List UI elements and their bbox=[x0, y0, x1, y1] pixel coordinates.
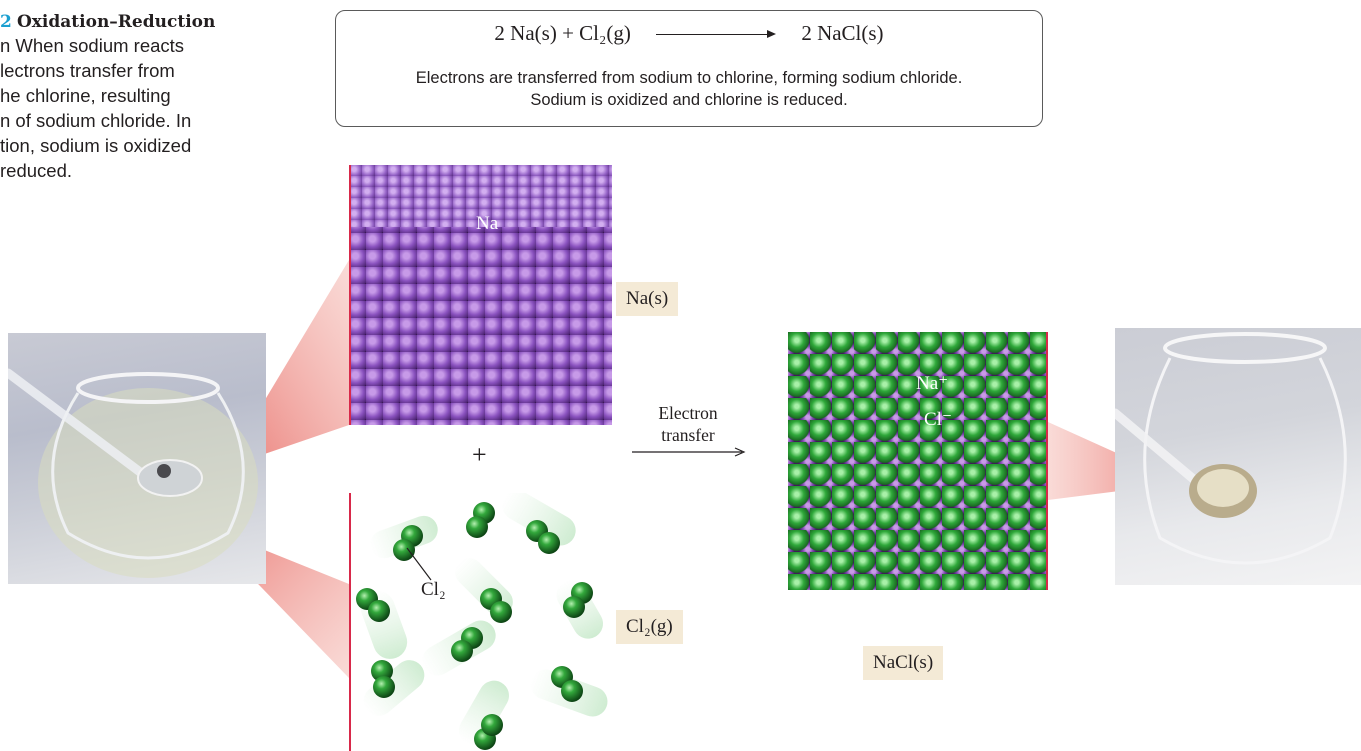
electron-transfer-label: Electron transfer bbox=[632, 402, 744, 446]
sodium-atom-label: Na bbox=[476, 213, 499, 234]
sodium-ion-label: Na⁺ bbox=[916, 373, 949, 394]
panel-edge-line bbox=[1046, 332, 1048, 590]
caption-line-5: tion, sodium is oxidized bbox=[0, 135, 192, 156]
caption-title: Oxidation–Reduction bbox=[16, 12, 216, 32]
caption-line-4: n of sodium chloride. In bbox=[0, 110, 192, 131]
equation-note-line-1: Electrons are transferred from sodium to… bbox=[415, 69, 963, 87]
panel-edge-line bbox=[349, 493, 351, 751]
chemical-equation: 2 Na(s) + Cl₂(g) 2 NaCl(s) bbox=[336, 21, 1042, 46]
equation-reactants: 2 Na(s) + Cl₂(g) bbox=[494, 21, 631, 45]
caption-line-3: he chlorine, resulting bbox=[0, 85, 171, 106]
equation-products: 2 NaCl(s) bbox=[801, 21, 884, 45]
caption-line-1: n When sodium reacts bbox=[0, 35, 185, 56]
sodium-chloride-state-tag: NaCl(s) bbox=[863, 646, 944, 680]
equation-box: 2 Na(s) + Cl₂(g) 2 NaCl(s) Electrons are… bbox=[335, 10, 1043, 127]
chlorine-molecules bbox=[356, 493, 608, 750]
sodium-chloride-lattice-model: Na⁺ Cl⁻ bbox=[788, 332, 1048, 590]
sodium-state-tag: Na(s) bbox=[616, 282, 679, 316]
chlorine-leader-line bbox=[406, 547, 432, 581]
caption-title-line: 2 Oxidation–Reduction bbox=[0, 8, 300, 33]
caption-line-2: lectrons transfer from bbox=[0, 60, 175, 81]
figure-caption: 2 Oxidation–Reduction n When sodium reac… bbox=[0, 8, 300, 183]
sodium-lattice-top bbox=[349, 165, 612, 227]
equation-note: Electrons are transferred from sodium to… bbox=[336, 67, 1042, 111]
panel-edge-line bbox=[349, 165, 351, 425]
sodium-flask-photo bbox=[8, 333, 266, 584]
electron-transfer-line-2: transfer bbox=[661, 425, 715, 445]
plus-sign: + bbox=[472, 440, 487, 469]
chlorine-gas-model: Cl₂ bbox=[349, 493, 612, 751]
reaction-arrow-icon bbox=[656, 30, 777, 40]
sodium-metal-model: Na bbox=[349, 165, 612, 425]
flask-drawing-product bbox=[1115, 332, 1347, 565]
caption-line-6: reduced. bbox=[0, 160, 72, 181]
flask-drawing bbox=[8, 368, 258, 578]
sodium-chloride-flask-photo bbox=[1115, 328, 1361, 585]
caption-number: 2 bbox=[0, 12, 12, 32]
chlorine-state-tag: Cl₂(g) bbox=[616, 610, 683, 644]
equation-note-line-2: Sodium is oxidized and chlorine is reduc… bbox=[530, 91, 848, 109]
chloride-ion-label: Cl⁻ bbox=[924, 409, 952, 430]
electron-transfer-line-1: Electron bbox=[658, 403, 718, 423]
chlorine-molecule-label: Cl₂ bbox=[421, 579, 446, 600]
